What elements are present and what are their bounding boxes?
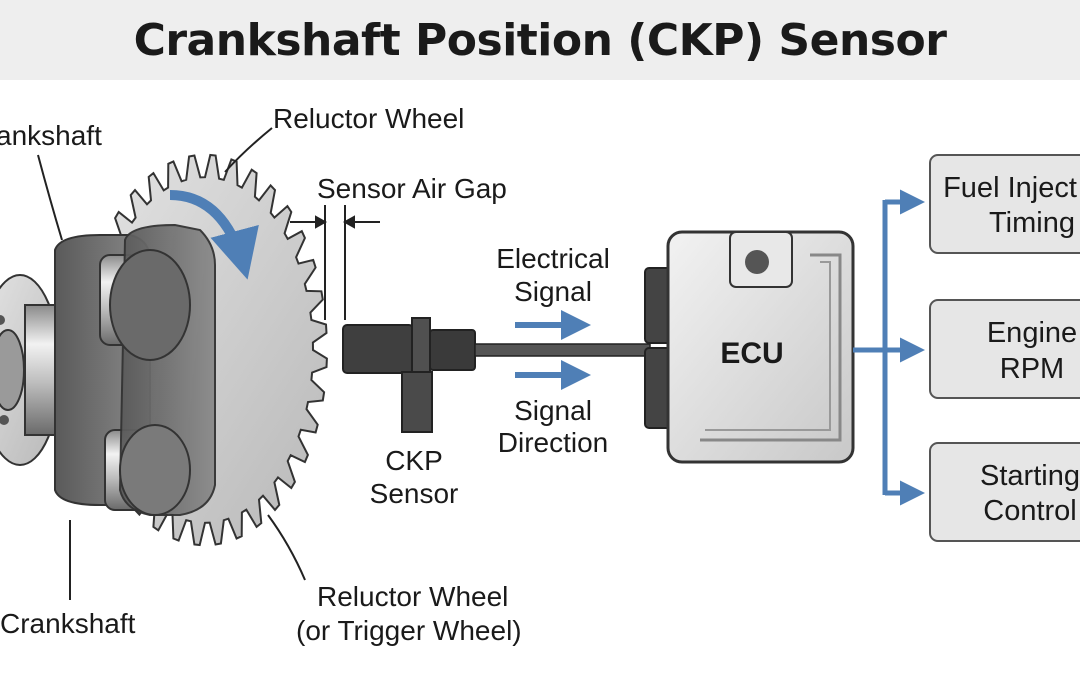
crankshaft-label-bottom: Crankshaft: [0, 608, 136, 639]
leader-lines: [37, 127, 380, 600]
reluctor-wheel-label-bottom-1: Reluctor Wheel: [317, 581, 508, 612]
output-label-line2: Control: [983, 495, 1077, 527]
title-bar: Crankshaft Position (CKP) Sensor: [0, 0, 1080, 80]
output-box-0: Fuel Inject Timing: [929, 154, 1080, 254]
diagram-title: Crankshaft Position (CKP) Sensor: [133, 14, 947, 66]
electrical-signal-label-1: Electrical: [496, 243, 610, 274]
ckp-sensor-label-2: Sensor: [370, 478, 459, 509]
crankshaft-label-top: ankshaft: [0, 120, 102, 151]
signal-arrows: [515, 310, 591, 390]
signal-direction-label-2: Direction: [498, 427, 608, 458]
output-label-line1: Fuel Inject: [943, 172, 1077, 204]
ecu-module: [644, 230, 855, 464]
signal-direction-label-1: Signal: [514, 395, 592, 426]
rotation-arrow-icon: [169, 190, 259, 280]
output-label-line1: Starting: [980, 460, 1080, 492]
reluctor-wheel-label-top: Reluctor Wheel: [273, 103, 464, 134]
output-arrows: [853, 189, 925, 506]
output-box-2: Starting Control: [929, 442, 1080, 542]
output-label-line2: Timing: [989, 207, 1075, 239]
output-label-line1: Engine: [987, 317, 1077, 349]
ckp-sensor-label-1: CKP: [385, 445, 443, 476]
electrical-signal-label-2: Signal: [514, 276, 592, 307]
crankshaft: [0, 223, 216, 516]
air-gap-label: Sensor Air Gap: [317, 173, 507, 204]
output-label-line2: RPM: [1000, 353, 1064, 385]
ckp-sensor: [342, 317, 651, 433]
output-box-1: Engine RPM: [929, 299, 1080, 399]
reluctor-wheel-label-bottom-2: (or Trigger Wheel): [296, 615, 522, 646]
ecu-label: ECU: [720, 337, 783, 370]
